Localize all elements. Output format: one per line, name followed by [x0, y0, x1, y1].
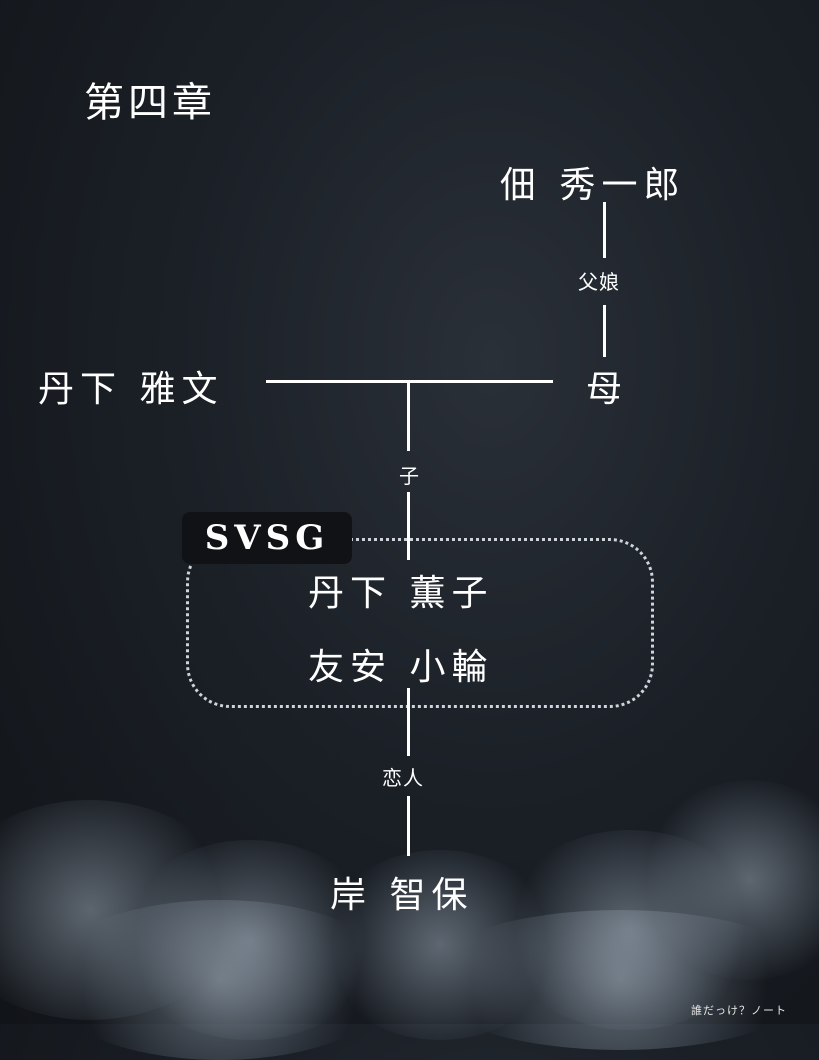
person-tange-masafumi: 丹下 雅文	[38, 369, 224, 410]
line-child-upper	[407, 381, 410, 451]
chapter-title: 第四章	[84, 80, 216, 126]
footer-brand: 誰だっけ？ノート	[691, 1004, 787, 1017]
person-tsukuda: 佃 秀一郎	[500, 165, 686, 206]
person-mother: 母	[586, 369, 629, 410]
person-tange-kaoruko: 丹下 薫子	[308, 573, 494, 614]
person-tomoyasu-sawa: 友安 小輪	[308, 647, 494, 688]
line-child-lower	[407, 492, 410, 560]
person-kishi-chiho: 岸 智保	[330, 875, 474, 916]
group-label-badge: SVSG	[182, 512, 352, 564]
relation-father-daughter: 父娘	[578, 270, 620, 294]
relation-child: 子	[399, 464, 420, 488]
line-lover-upper	[407, 688, 410, 756]
line-tsukuda-lower	[603, 305, 606, 357]
relation-lover: 恋人	[382, 766, 424, 790]
svsg-group-box	[186, 538, 654, 708]
line-lover-lower	[407, 796, 410, 856]
line-tsukuda-upper	[603, 202, 606, 258]
smoke-background	[0, 760, 819, 1060]
